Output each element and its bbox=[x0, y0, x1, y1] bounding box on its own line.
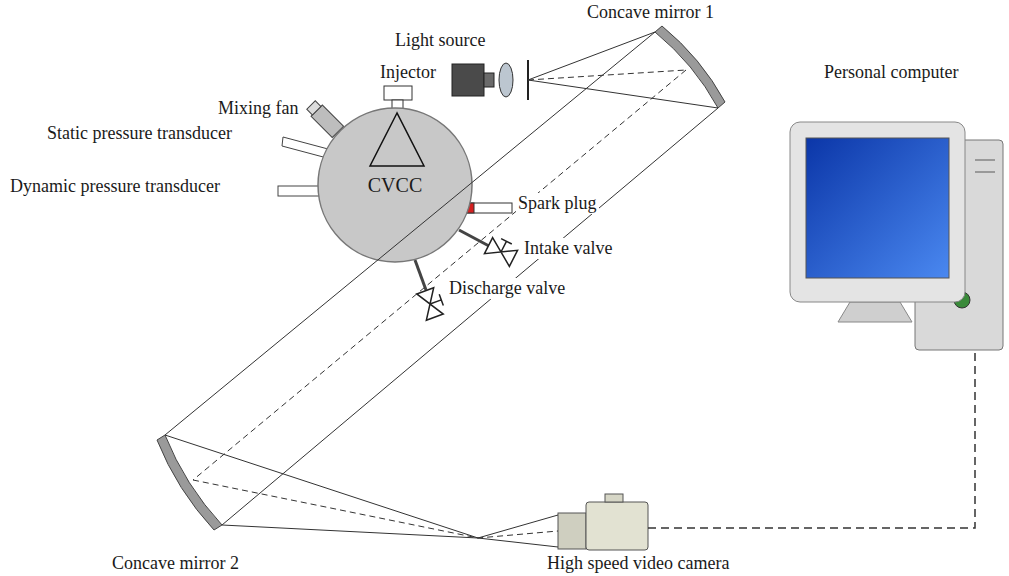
optical-axis bbox=[193, 70, 686, 480]
concave-mirror bbox=[157, 435, 222, 530]
part-label: Spark plug bbox=[516, 193, 599, 214]
part-label: Intake valve bbox=[522, 238, 614, 259]
slit bbox=[527, 60, 529, 100]
signal-cable bbox=[648, 352, 975, 528]
spark-plug-body bbox=[465, 203, 512, 213]
valve-handle bbox=[496, 239, 512, 255]
part-label: Concave mirror 1 bbox=[585, 2, 716, 23]
parallel-beam bbox=[165, 32, 655, 435]
valve-handle bbox=[428, 294, 443, 309]
chamber-label: CVCC bbox=[366, 174, 424, 196]
camera-top bbox=[605, 494, 623, 502]
condenser-lens bbox=[499, 63, 513, 97]
part-label: Injector bbox=[378, 62, 438, 83]
part-label: Personal computer bbox=[822, 62, 960, 83]
fuel-spray bbox=[370, 113, 424, 166]
monitor-stand bbox=[838, 302, 912, 322]
tower-slot bbox=[975, 171, 995, 173]
light-source-box bbox=[452, 64, 484, 96]
static-transducer-rod bbox=[282, 137, 328, 158]
dynamic-transducer-rod bbox=[278, 186, 320, 196]
light-ray bbox=[528, 32, 655, 80]
part-label: High speed video camera bbox=[545, 553, 731, 574]
part-label: Static pressure transducer bbox=[45, 123, 234, 144]
discharge-pipe bbox=[415, 260, 426, 290]
monitor-screen bbox=[806, 138, 949, 278]
light-ray bbox=[165, 435, 558, 547]
light-source-neck bbox=[484, 73, 494, 87]
part-label: Mixing fan bbox=[216, 98, 301, 119]
intake-pipe bbox=[459, 230, 489, 246]
chamber-circle bbox=[318, 108, 472, 262]
camera-body bbox=[586, 502, 648, 550]
tower-slot bbox=[975, 159, 995, 161]
parallel-beam bbox=[222, 108, 718, 525]
part-label: Light source bbox=[393, 30, 487, 51]
valve-body bbox=[484, 238, 517, 267]
valve-symbol bbox=[484, 235, 518, 266]
part-label: Discharge valve bbox=[447, 278, 567, 299]
injector-body bbox=[384, 86, 412, 100]
monitor-bezel bbox=[790, 122, 965, 302]
mixing-fan bbox=[305, 99, 343, 137]
camera-lens bbox=[558, 513, 586, 549]
part-label: Concave mirror 2 bbox=[110, 553, 241, 574]
light-ray bbox=[222, 515, 558, 538]
concave-mirror bbox=[655, 26, 725, 108]
light-ray bbox=[528, 80, 718, 108]
chamber-node: CVCC bbox=[317, 107, 473, 263]
valve-body bbox=[417, 288, 443, 320]
valve-symbol bbox=[417, 287, 446, 320]
part-label: Dynamic pressure transducer bbox=[8, 176, 222, 197]
mixing-fan-cap bbox=[307, 101, 321, 115]
optical-axis bbox=[528, 70, 686, 80]
optical-axis bbox=[193, 480, 558, 538]
